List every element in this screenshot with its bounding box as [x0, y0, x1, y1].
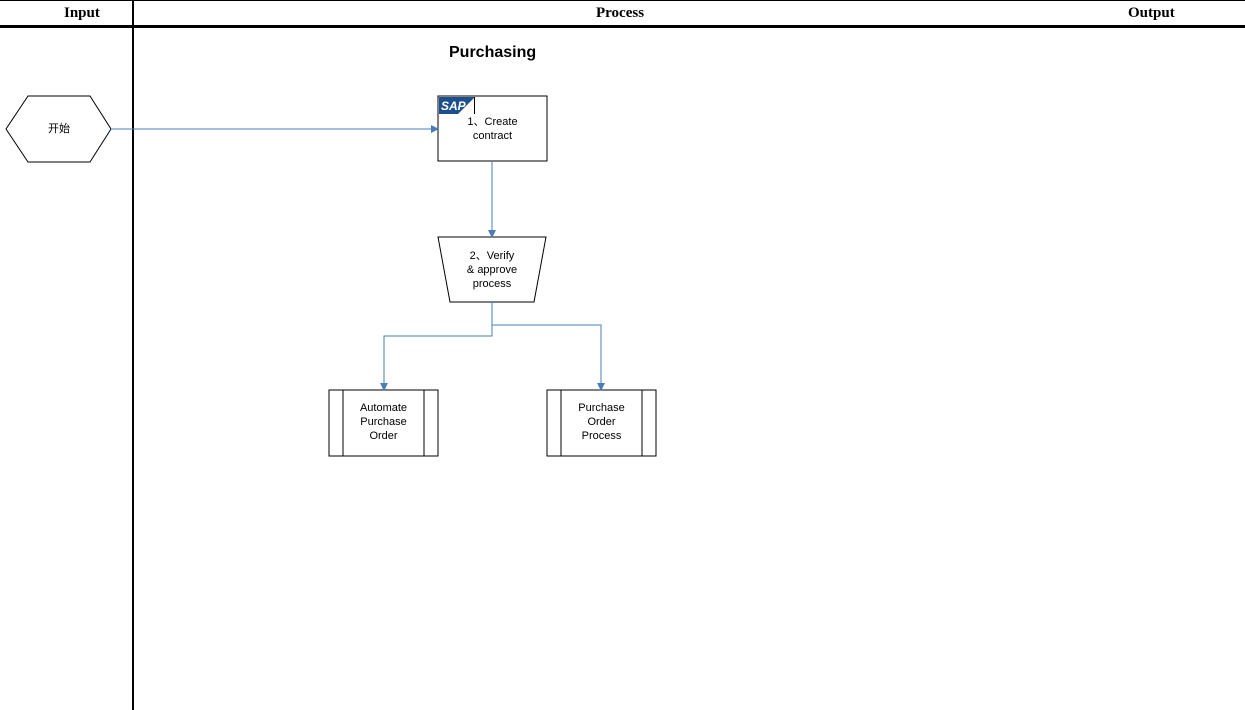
- input-column-header: Input: [64, 5, 100, 21]
- start-terminator-shape[interactable]: [5, 95, 112, 163]
- sap-logo-icon: SAP: [439, 97, 475, 114]
- verify-approve-trapezoid[interactable]: [437, 236, 547, 303]
- purchase-order-process-subprocess[interactable]: [546, 389, 657, 457]
- subprocess1-line2: Purchase: [360, 416, 407, 428]
- create-contract-line2: contract: [472, 130, 513, 142]
- create-contract-label: 1、Create contract: [438, 115, 547, 143]
- input-lane-divider: [132, 0, 134, 710]
- process-column-header: Process: [596, 5, 645, 21]
- verify-approve-line1: 2、Verify: [469, 250, 515, 262]
- swimlane-header: Input Process Output: [0, 0, 1245, 26]
- verify-approve-line3: process: [472, 278, 512, 290]
- automate-purchase-order-subprocess[interactable]: [328, 389, 439, 457]
- connector-step2-to-subprocess1: [380, 302, 493, 391]
- diagram-title: Purchasing: [449, 44, 537, 61]
- subprocess2-line3: Process: [581, 430, 622, 442]
- verify-approve-label: 2、Verify & approve process: [438, 249, 546, 291]
- subprocess1-line3: Order: [369, 430, 398, 442]
- sap-logo-text: SAP: [441, 99, 467, 113]
- connector-step2-to-subprocess2: [491, 302, 605, 391]
- header-top-border: [0, 0, 1245, 1]
- verify-approve-line2: & approve: [466, 264, 518, 276]
- subprocess2-line2: Order: [587, 416, 616, 428]
- sap-badge-divider: [474, 97, 475, 114]
- header-bottom-border: [0, 25, 1245, 28]
- create-contract-line1: 1、Create: [467, 116, 518, 128]
- start-label: 开始: [48, 123, 70, 135]
- automate-purchase-order-label: Automate Purchase Order: [343, 401, 424, 443]
- purchase-order-process-label: Purchase Order Process: [561, 401, 642, 443]
- subprocess2-line1: Purchase: [578, 402, 625, 414]
- subprocess1-line1: Automate: [359, 402, 408, 414]
- output-column-header: Output: [1128, 5, 1175, 21]
